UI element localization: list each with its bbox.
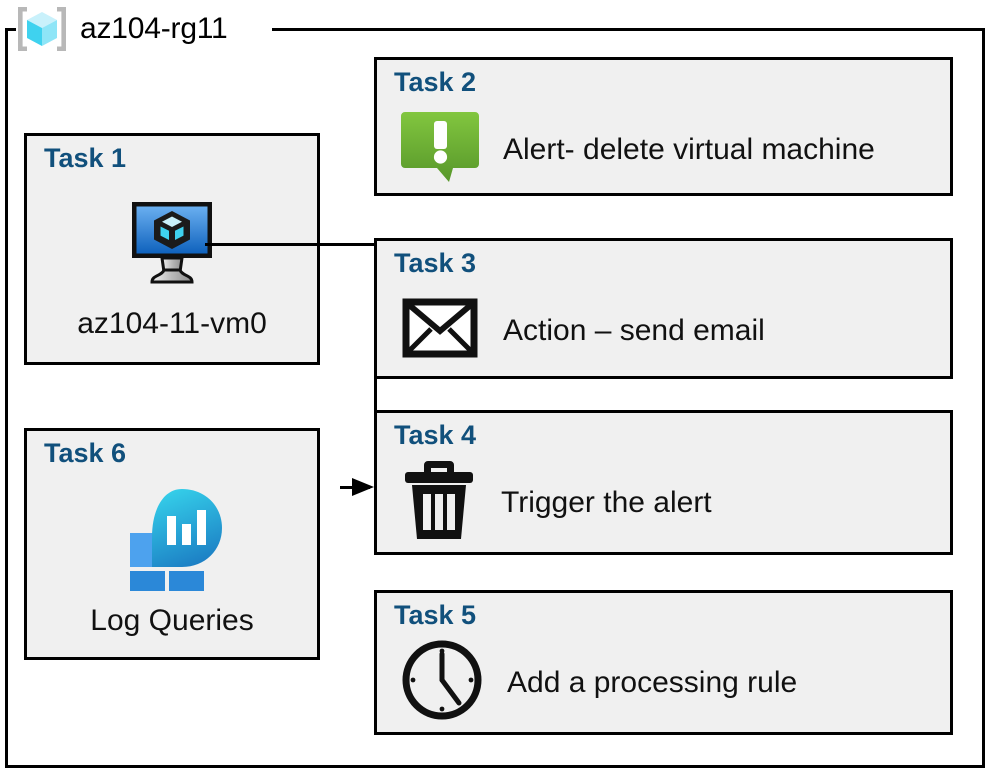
- task-card-task-6[interactable]: Task 6 Log Queri: [24, 428, 320, 660]
- resource-group-name: az104-rg11: [80, 12, 228, 45]
- connector-segment-horizontal-top: [205, 243, 377, 246]
- task-card-caption: Trigger the alert: [501, 485, 712, 519]
- resource-group-frame-top-left-stub: [5, 28, 16, 31]
- task-card-caption: Action – send email: [503, 313, 765, 347]
- task-card-caption: Log Queries: [90, 604, 254, 637]
- task-card-label: Task 5: [394, 600, 477, 630]
- task-card-caption: Add a processing rule: [507, 665, 798, 699]
- resource-group-frame-top: [272, 28, 985, 31]
- task-card-task-4[interactable]: Task 4 Trigger the alert: [374, 410, 953, 555]
- task-card-content: Action – send email: [399, 291, 940, 370]
- resource-group-frame-right: [982, 28, 985, 768]
- task-card-task-2[interactable]: Task 2 Alert- delete virtual machine: [374, 57, 953, 196]
- task-card-task-1[interactable]: Task 1: [24, 133, 320, 365]
- task-card-content: Trigger the alert: [399, 457, 940, 548]
- task-card-label: Task 4: [394, 420, 477, 450]
- task-card-label: Task 3: [394, 248, 477, 278]
- envelope-icon: [399, 291, 481, 370]
- alert-exclamation-icon: [399, 108, 481, 191]
- log-analytics-icon: [27, 483, 317, 591]
- resource-group-frame-left: [5, 28, 8, 768]
- task-card-label: Task 2: [394, 67, 477, 97]
- task-card-content: Add a processing rule: [399, 637, 940, 728]
- task-card-label: Task 1: [44, 143, 127, 173]
- clock-icon: [399, 637, 485, 728]
- arrowhead-right-icon: [352, 478, 374, 496]
- task-card-caption: Alert- delete virtual machine: [503, 132, 875, 166]
- task-card-content: Alert- delete virtual machine: [399, 108, 940, 191]
- task-card-task-3[interactable]: Task 3 Action – send email: [374, 238, 953, 379]
- task-card-label: Task 6: [44, 438, 127, 468]
- resource-group-cube-icon: [14, 4, 70, 54]
- resource-group-header: az104-rg11: [14, 3, 228, 55]
- trash-can-icon: [399, 457, 479, 548]
- connector-segment-vertical: [374, 243, 377, 488]
- virtual-machine-icon: [27, 198, 317, 286]
- task-card-caption: az104-11-vm0: [77, 307, 267, 340]
- task-card-task-5[interactable]: Task 5 Add a processing rule: [374, 590, 953, 735]
- resource-group-frame-bottom: [5, 765, 985, 768]
